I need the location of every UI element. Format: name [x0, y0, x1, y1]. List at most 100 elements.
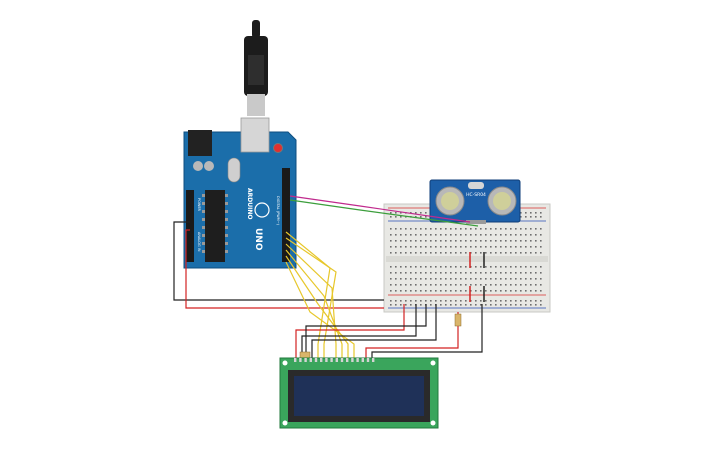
breadboard-hole [455, 246, 457, 248]
breadboard-hole [420, 212, 422, 214]
breadboard-hole [495, 234, 497, 236]
breadboard-hole [390, 234, 392, 236]
breadboard-hole [430, 246, 432, 248]
breadboard-hole [445, 266, 447, 268]
breadboard-hole [450, 284, 452, 286]
breadboard-hole [445, 234, 447, 236]
breadboard-hole [525, 290, 527, 292]
breadboard-hole [480, 300, 482, 302]
sensor-model-text: HC-SR04 [466, 192, 486, 198]
wire-lcd-gnd [301, 304, 417, 358]
breadboard-hole [465, 284, 467, 286]
breadboard-hole [500, 234, 502, 236]
breadboard-hole [470, 272, 472, 274]
breadboard-hole [525, 304, 527, 306]
breadboard-hole [485, 300, 487, 302]
breadboard-hole [400, 284, 402, 286]
usb-cable-cord [252, 20, 260, 38]
breadboard-hole [525, 266, 527, 268]
breadboard-hole [415, 212, 417, 214]
breadboard-hole [420, 272, 422, 274]
breadboard-hole [490, 252, 492, 254]
power-analog-header [186, 190, 194, 262]
breadboard-hole [415, 240, 417, 242]
breadboard-hole [410, 272, 412, 274]
breadboard-hole [470, 228, 472, 230]
breadboard-hole [500, 272, 502, 274]
lcd-pin [320, 358, 323, 362]
breadboard-hole [420, 290, 422, 292]
breadboard-hole [490, 278, 492, 280]
breadboard-hole [415, 266, 417, 268]
breadboard-hole [490, 272, 492, 274]
breadboard-hole [525, 300, 527, 302]
breadboard-hole [410, 266, 412, 268]
breadboard-hole [435, 272, 437, 274]
breadboard-hole [400, 278, 402, 280]
breadboard-hole [430, 278, 432, 280]
breadboard-hole [430, 290, 432, 292]
breadboard-hole [410, 304, 412, 306]
breadboard-hole [515, 240, 517, 242]
breadboard-hole [530, 240, 532, 242]
breadboard-hole [440, 290, 442, 292]
breadboard-hole [515, 300, 517, 302]
breadboard-hole [415, 284, 417, 286]
breadboard-hole [415, 252, 417, 254]
breadboard-hole [505, 266, 507, 268]
breadboard-hole [530, 278, 532, 280]
breadboard-hole [455, 234, 457, 236]
breadboard-hole [430, 284, 432, 286]
breadboard-hole [510, 228, 512, 230]
breadboard-hole [470, 234, 472, 236]
breadboard-hole [540, 228, 542, 230]
breadboard-hole [490, 284, 492, 286]
breadboard-hole [390, 212, 392, 214]
breadboard-hole [405, 266, 407, 268]
breadboard-hole [480, 284, 482, 286]
lcd-mount-hole-1 [282, 360, 288, 366]
analog-label: ANALOG IN [197, 232, 201, 252]
breadboard-hole [540, 240, 542, 242]
breadboard-hole [450, 266, 452, 268]
breadboard-hole [425, 290, 427, 292]
breadboard-hole [505, 272, 507, 274]
breadboard-hole [425, 228, 427, 230]
breadboard-hole [445, 252, 447, 254]
breadboard-hole [470, 266, 472, 268]
breadboard-hole [535, 246, 537, 248]
sensor-crystal [468, 182, 484, 189]
breadboard-hole [420, 284, 422, 286]
breadboard-hole [435, 246, 437, 248]
breadboard-hole [485, 272, 487, 274]
breadboard-hole [390, 228, 392, 230]
breadboard-hole [505, 234, 507, 236]
breadboard-hole [520, 284, 522, 286]
breadboard-hole [535, 272, 537, 274]
breadboard-hole [395, 228, 397, 230]
breadboard-hole [475, 228, 477, 230]
lcd-mount-hole-2 [430, 360, 436, 366]
breadboard-hole [520, 304, 522, 306]
breadboard-hole [455, 278, 457, 280]
breadboard-hole [425, 240, 427, 242]
breadboard-hole [530, 234, 532, 236]
breadboard-hole [505, 300, 507, 302]
lcd-screen [294, 376, 424, 416]
breadboard-hole [400, 246, 402, 248]
breadboard-hole [390, 290, 392, 292]
breadboard-hole [415, 272, 417, 274]
breadboard-hole [400, 234, 402, 236]
wire-gnd-arduino [173, 221, 384, 301]
breadboard-hole [510, 252, 512, 254]
breadboard-hole [395, 266, 397, 268]
breadboard-hole [520, 212, 522, 214]
breadboard-hole [395, 290, 397, 292]
breadboard-hole [465, 240, 467, 242]
breadboard-hole [425, 212, 427, 214]
breadboard-hole [515, 284, 517, 286]
breadboard-hole [540, 300, 542, 302]
breadboard-hole [440, 266, 442, 268]
breadboard-hole [400, 212, 402, 214]
